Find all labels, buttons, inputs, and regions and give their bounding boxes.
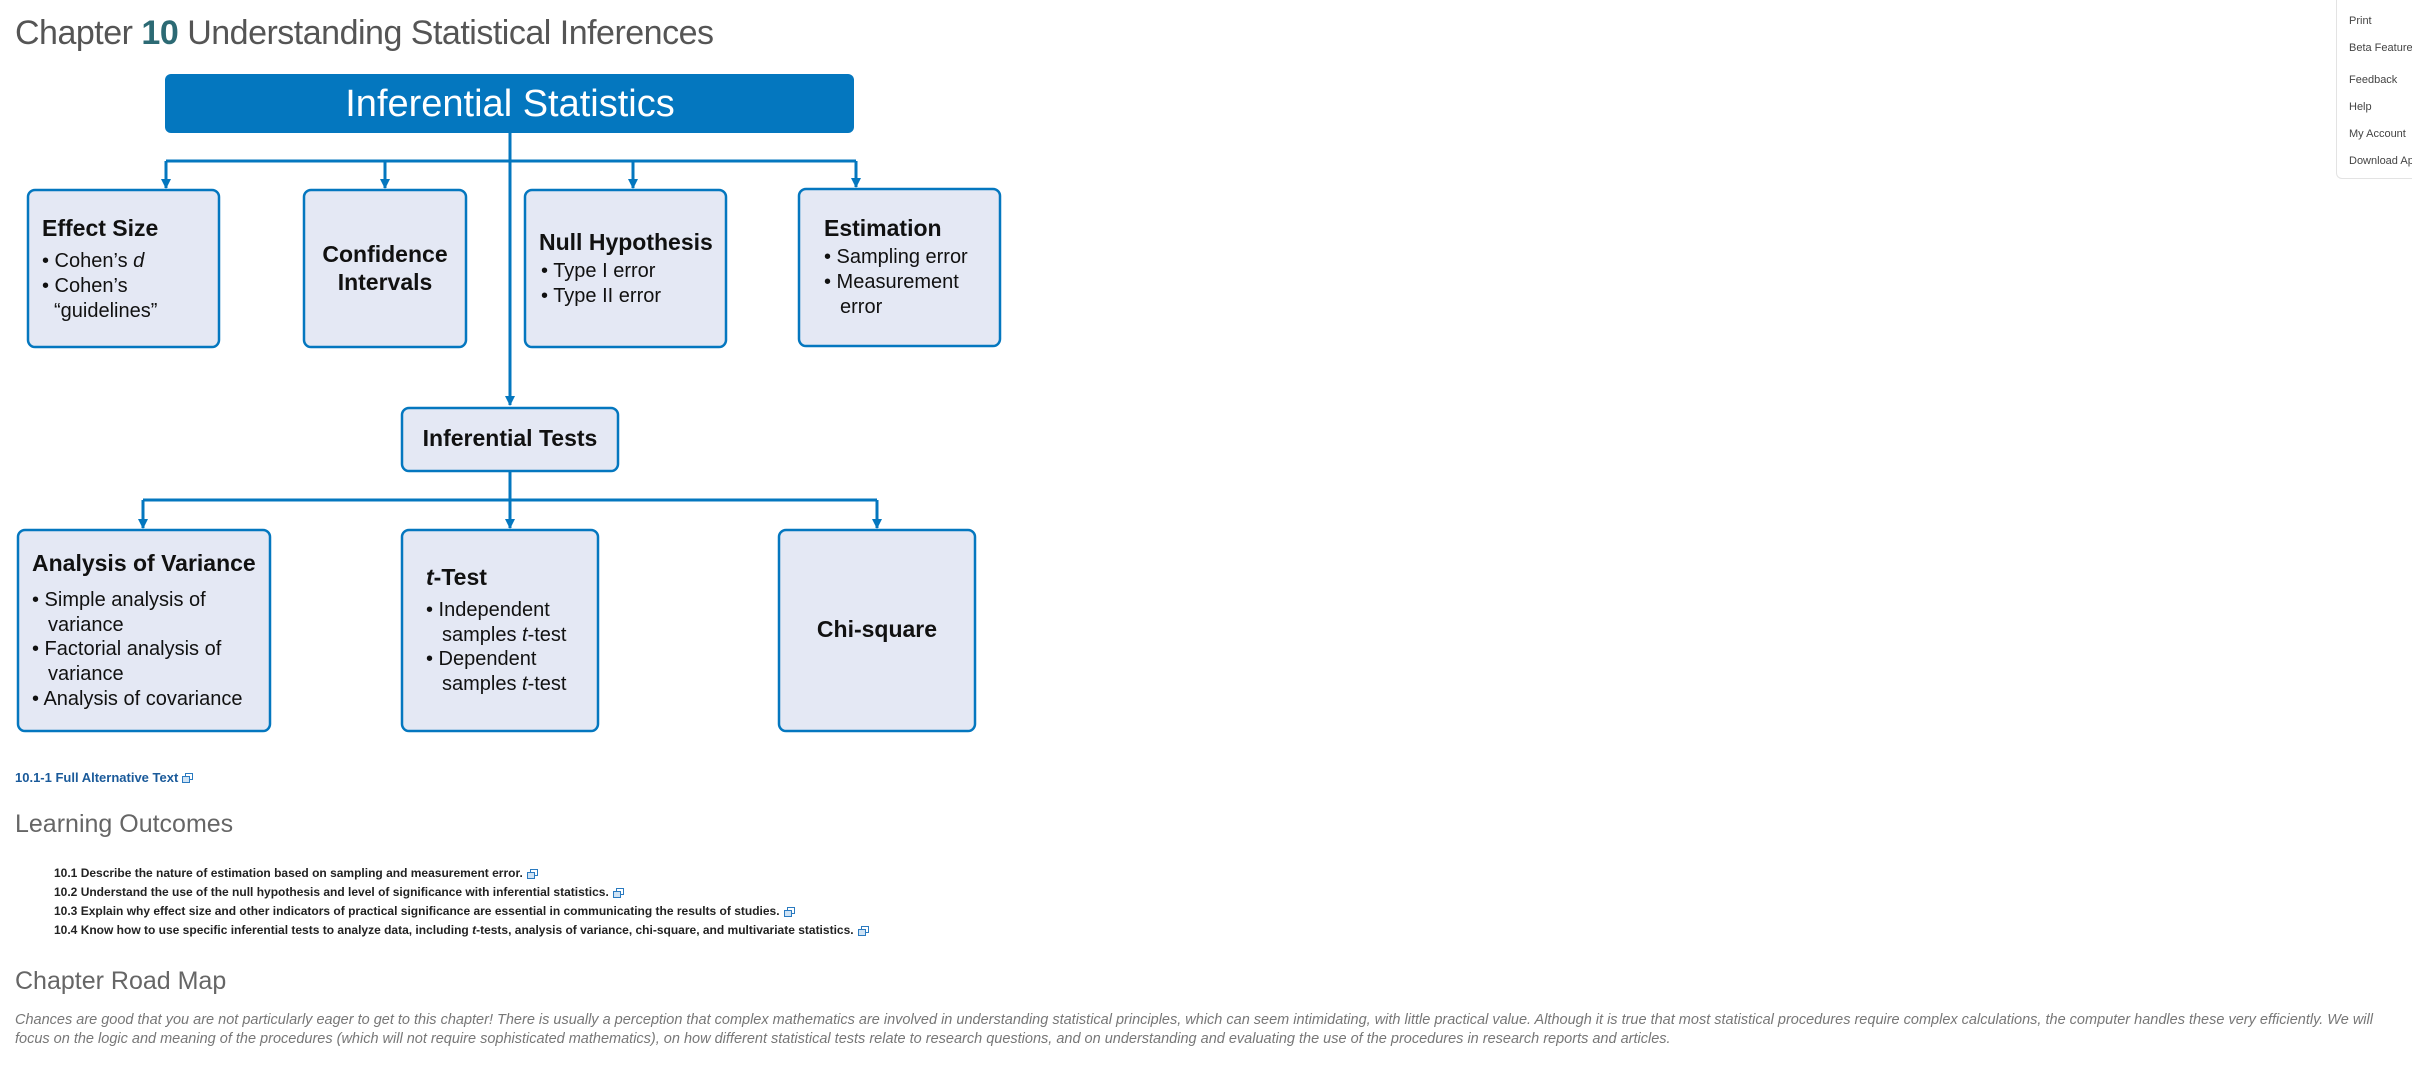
- chapter-number: 10: [141, 14, 179, 52]
- anova-item-3: • Analysis of covariance: [32, 688, 242, 710]
- ttest-item-1: • Independent: [426, 599, 550, 621]
- menu-item-my-account[interactable]: My Account: [2349, 128, 2406, 140]
- external-link-icon[interactable]: [612, 887, 624, 898]
- ttest-box: [400, 528, 600, 733]
- external-link-icon: [182, 772, 194, 783]
- null-hypothesis-item-2: • Type II error: [541, 285, 661, 307]
- null-hypothesis-title: Null Hypothesis: [539, 229, 713, 255]
- learning-outcomes-heading: Learning Outcomes: [15, 810, 234, 838]
- chisquare-title: Chi-square: [817, 616, 937, 642]
- outcome-item: 10.1 Describe the nature of estimation b…: [54, 864, 869, 883]
- menu-item-print[interactable]: Print: [2349, 15, 2372, 27]
- anova-item-1: • Simple analysis of: [32, 589, 206, 611]
- null-hypothesis-box: [523, 188, 728, 349]
- ttest-item-1-cont: samples t-test: [442, 624, 567, 646]
- effect-size-box: [26, 188, 221, 349]
- anova-box: [16, 528, 272, 733]
- effect-size-title: Effect Size: [42, 215, 158, 241]
- confidence-intervals-box: [302, 188, 468, 349]
- anova-item-1-cont: variance: [48, 614, 124, 636]
- outcome-item: 10.3 Explain why effect size and other i…: [54, 902, 869, 921]
- full-alt-text-label: 10.1-1 Full Alternative Text: [15, 770, 179, 785]
- estimation-item-1: • Sampling error: [824, 246, 968, 268]
- outcome-text: 10.1 Describe the nature of estimation b…: [54, 866, 523, 880]
- diagram-connectors: [138, 133, 882, 529]
- menu-item-help[interactable]: Help: [2349, 101, 2372, 113]
- confidence-line-2: Intervals: [338, 269, 433, 295]
- menu-item-feedback[interactable]: Feedback: [2349, 74, 2398, 86]
- outcome-text: 10.4 Know how to use specific inferentia…: [54, 923, 854, 937]
- road-map-paragraph: Chances are good that you are not partic…: [15, 1012, 2373, 1047]
- anova-item-2-cont: variance: [48, 663, 124, 685]
- menu-item-download-app[interactable]: Download Ap: [2349, 155, 2412, 167]
- learning-outcomes-list: 10.1 Describe the nature of estimation b…: [54, 864, 869, 940]
- ttest-item-2-cont: samples t-test: [442, 673, 567, 695]
- estimation-item-2: • Measurement: [824, 271, 959, 293]
- chapter-title: Chapter 10 Understanding Statistical Inf…: [15, 14, 714, 53]
- external-link-icon[interactable]: [857, 925, 869, 936]
- header-title: Inferential Statistics: [345, 83, 674, 125]
- full-alt-text-link[interactable]: 10.1-1 Full Alternative Text: [15, 770, 194, 785]
- external-link-icon[interactable]: [526, 868, 538, 879]
- effect-size-item-2: • Cohen’s: [42, 275, 128, 297]
- external-link-icon[interactable]: [783, 906, 795, 917]
- side-menu: Print Beta Features Feedback Help My Acc…: [2336, 0, 2412, 179]
- outcome-item: 10.2 Understand the use of the null hypo…: [54, 883, 869, 902]
- inferential-tests-box: [400, 406, 620, 473]
- outcome-text: 10.2 Understand the use of the null hypo…: [54, 885, 609, 899]
- ttest-item-2: • Dependent: [426, 648, 537, 670]
- anova-item-2: • Factorial analysis of: [32, 638, 222, 660]
- chisquare-box: [777, 528, 977, 733]
- effect-size-item-2-cont: “guidelines”: [54, 300, 157, 322]
- header-box: [165, 74, 854, 133]
- estimation-box: [797, 187, 1002, 348]
- outcome-item: 10.4 Know how to use specific inferentia…: [54, 921, 869, 940]
- chapter-name: Understanding Statistical Inferences: [187, 14, 714, 52]
- chapter-prefix: Chapter: [15, 14, 133, 52]
- anova-title: Analysis of Variance: [32, 550, 256, 576]
- estimation-item-2-cont: error: [840, 296, 883, 318]
- outcome-text: 10.3 Explain why effect size and other i…: [54, 904, 780, 918]
- null-hypothesis-item-1: • Type I error: [541, 260, 656, 282]
- confidence-line-1: Confidence: [322, 241, 447, 267]
- concept-diagram: Inferential Statistics Effect Size • Coh…: [16, 74, 1002, 733]
- inferential-tests-title: Inferential Tests: [423, 425, 598, 451]
- estimation-title: Estimation: [824, 215, 942, 241]
- effect-size-item-1: • Cohen’s d: [42, 250, 145, 272]
- menu-item-beta-features[interactable]: Beta Features: [2349, 42, 2412, 54]
- ttest-title: t-Test: [426, 564, 487, 590]
- road-map-heading: Chapter Road Map: [15, 967, 227, 995]
